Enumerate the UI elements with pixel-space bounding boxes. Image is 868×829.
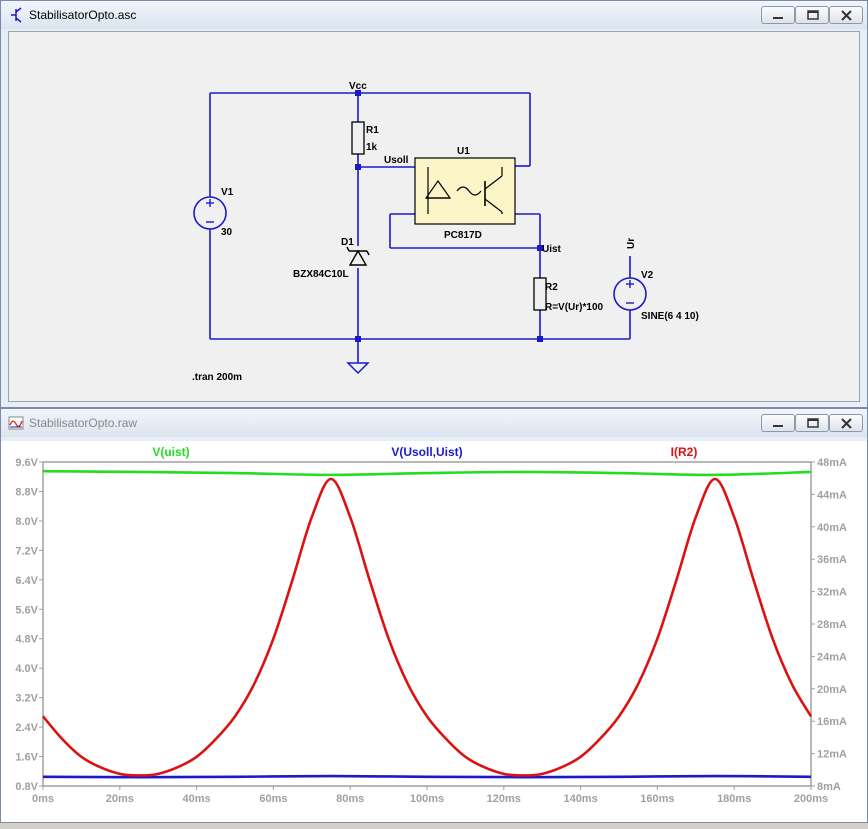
minimize-icon [773,17,783,19]
label-ur: Ur [626,238,637,249]
y-right-tick-label: 16mA [817,716,847,728]
spice-directive[interactable]: .tran 200m [192,372,242,383]
x-tick-label: 80ms [336,793,364,805]
y-left-tick-label: 8.8V [15,486,38,498]
minimize-icon [773,425,783,427]
optocoupler [414,157,516,225]
y-right-tick-label: 36mA [817,554,847,566]
y-right-tick-label: 28mA [817,619,847,631]
schematic-title: StabilisatorOpto.asc [29,8,137,22]
restore-icon [807,10,819,20]
y-left-tick-label: 3.2V [15,693,38,705]
y-left-tick-label: 0.8V [15,781,38,793]
y-right-tick-label: 20mA [817,684,847,696]
close-icon [841,418,852,429]
waveform-window: StabilisatorOpto.raw 9.6V 8.8V 8.0V 7.2V 6.4… [0,408,868,823]
x-tick-label: 160ms [640,793,674,805]
y-right-tick-label: 44mA [817,489,847,501]
label-v1: V1 [221,187,234,198]
waveform-close-button[interactable] [829,414,863,432]
label-u1: U1 [457,146,470,157]
label-r1: R1 [366,125,379,136]
label-r2: R2 [545,282,558,293]
label-v2-value: SINE(6 4 10) [641,311,699,322]
label-r2-value: R=V(Ur)*100 [545,302,604,313]
x-tick-label: 60ms [259,793,287,805]
x-tick-label: 40ms [183,793,211,805]
y-left-tick-label: 4.0V [15,663,38,675]
y-left-tick-label: 9.6V [15,457,38,469]
x-tick-label: 120ms [487,793,521,805]
y-right-tick-label: 40mA [817,522,847,534]
maximize-button[interactable] [795,6,829,24]
v1-source [193,196,227,230]
legend-entry[interactable]: I(R2) [671,445,698,459]
waveform-titlebar[interactable]: StabilisatorOpto.raw [1,409,867,437]
y-right-tick-label: 8mA [817,781,841,793]
series-2-trace[interactable] [42,477,813,777]
y-left-tick-label: 5.6V [15,604,38,616]
label-r1-value: 1k [366,142,378,153]
x-tick-label: 20ms [106,793,134,805]
x-tick-label: 0ms [32,793,54,805]
v2-source [613,277,647,311]
label-d1: D1 [341,237,354,248]
y-left-tick-label: 7.2V [15,545,38,557]
plot-pane[interactable]: 9.6V 8.8V 8.0V 7.2V 6.4V 5.6V 4.8V 4.0V 3.2V 2.4V… [1,441,867,822]
label-vcc: Vcc [349,81,367,92]
ground-symbol [346,362,370,375]
minimize-button[interactable] [761,6,795,24]
schematic-window: StabilisatorOpto.asc [0,0,868,408]
y-left-tick-label: 1.6V [15,752,38,764]
r2-resistor [533,277,547,311]
y-left-tick-label: 6.4V [15,575,38,587]
schematic-canvas[interactable]: Vcc R1 1k Usoll U1 PC817D V1 30 D1 BZX84… [8,31,860,402]
label-u1-part: PC817D [444,230,482,241]
r1-resistor [351,121,365,155]
close-button[interactable] [829,6,863,24]
y-right-tick-label: 24mA [817,651,847,663]
label-v2: V2 [641,270,654,281]
x-tick-label: 180ms [717,793,751,805]
close-icon [841,10,852,21]
restore-icon [807,418,819,428]
y-left-tick-label: 8.0V [15,516,38,528]
label-usoll: Usoll [384,155,409,166]
x-tick-label: 200ms [794,793,828,805]
label-d1-part: BZX84C10L [293,269,349,280]
label-v1-value: 30 [221,227,233,238]
series-0-trace[interactable] [42,469,812,477]
transistor-icon [11,7,22,23]
series-1-trace[interactable] [42,774,812,779]
y-right-tick-label: 48mA [817,457,847,469]
y-left-tick-label: 2.4V [15,722,38,734]
waveform-icon [8,416,24,430]
waveform-chart[interactable]: 9.6V 8.8V 8.0V 7.2V 6.4V 5.6V 4.8V 4.0V 3.2V 2.4V… [1,441,867,824]
zener-diode [346,246,370,266]
label-uist: Uist [542,244,562,255]
y-right-tick-label: 32mA [817,587,847,599]
schematic-titlebar[interactable]: StabilisatorOpto.asc [1,1,867,29]
waveform-title: StabilisatorOpto.raw [29,416,138,430]
x-tick-label: 100ms [410,793,444,805]
plot-frame[interactable] [42,461,812,787]
legend-entry[interactable]: V(uist) [152,445,189,459]
y-right-tick-label: 12mA [817,749,847,761]
waveform-maximize-button[interactable] [795,414,829,432]
legend-entry[interactable]: V(Usoll,Uist) [391,445,462,459]
y-left-tick-label: 4.8V [15,634,38,646]
waveform-minimize-button[interactable] [761,414,795,432]
x-tick-label: 140ms [563,793,597,805]
schematic-diagram[interactable]: Vcc R1 1k Usoll U1 PC817D V1 30 D1 BZX84… [9,32,861,403]
